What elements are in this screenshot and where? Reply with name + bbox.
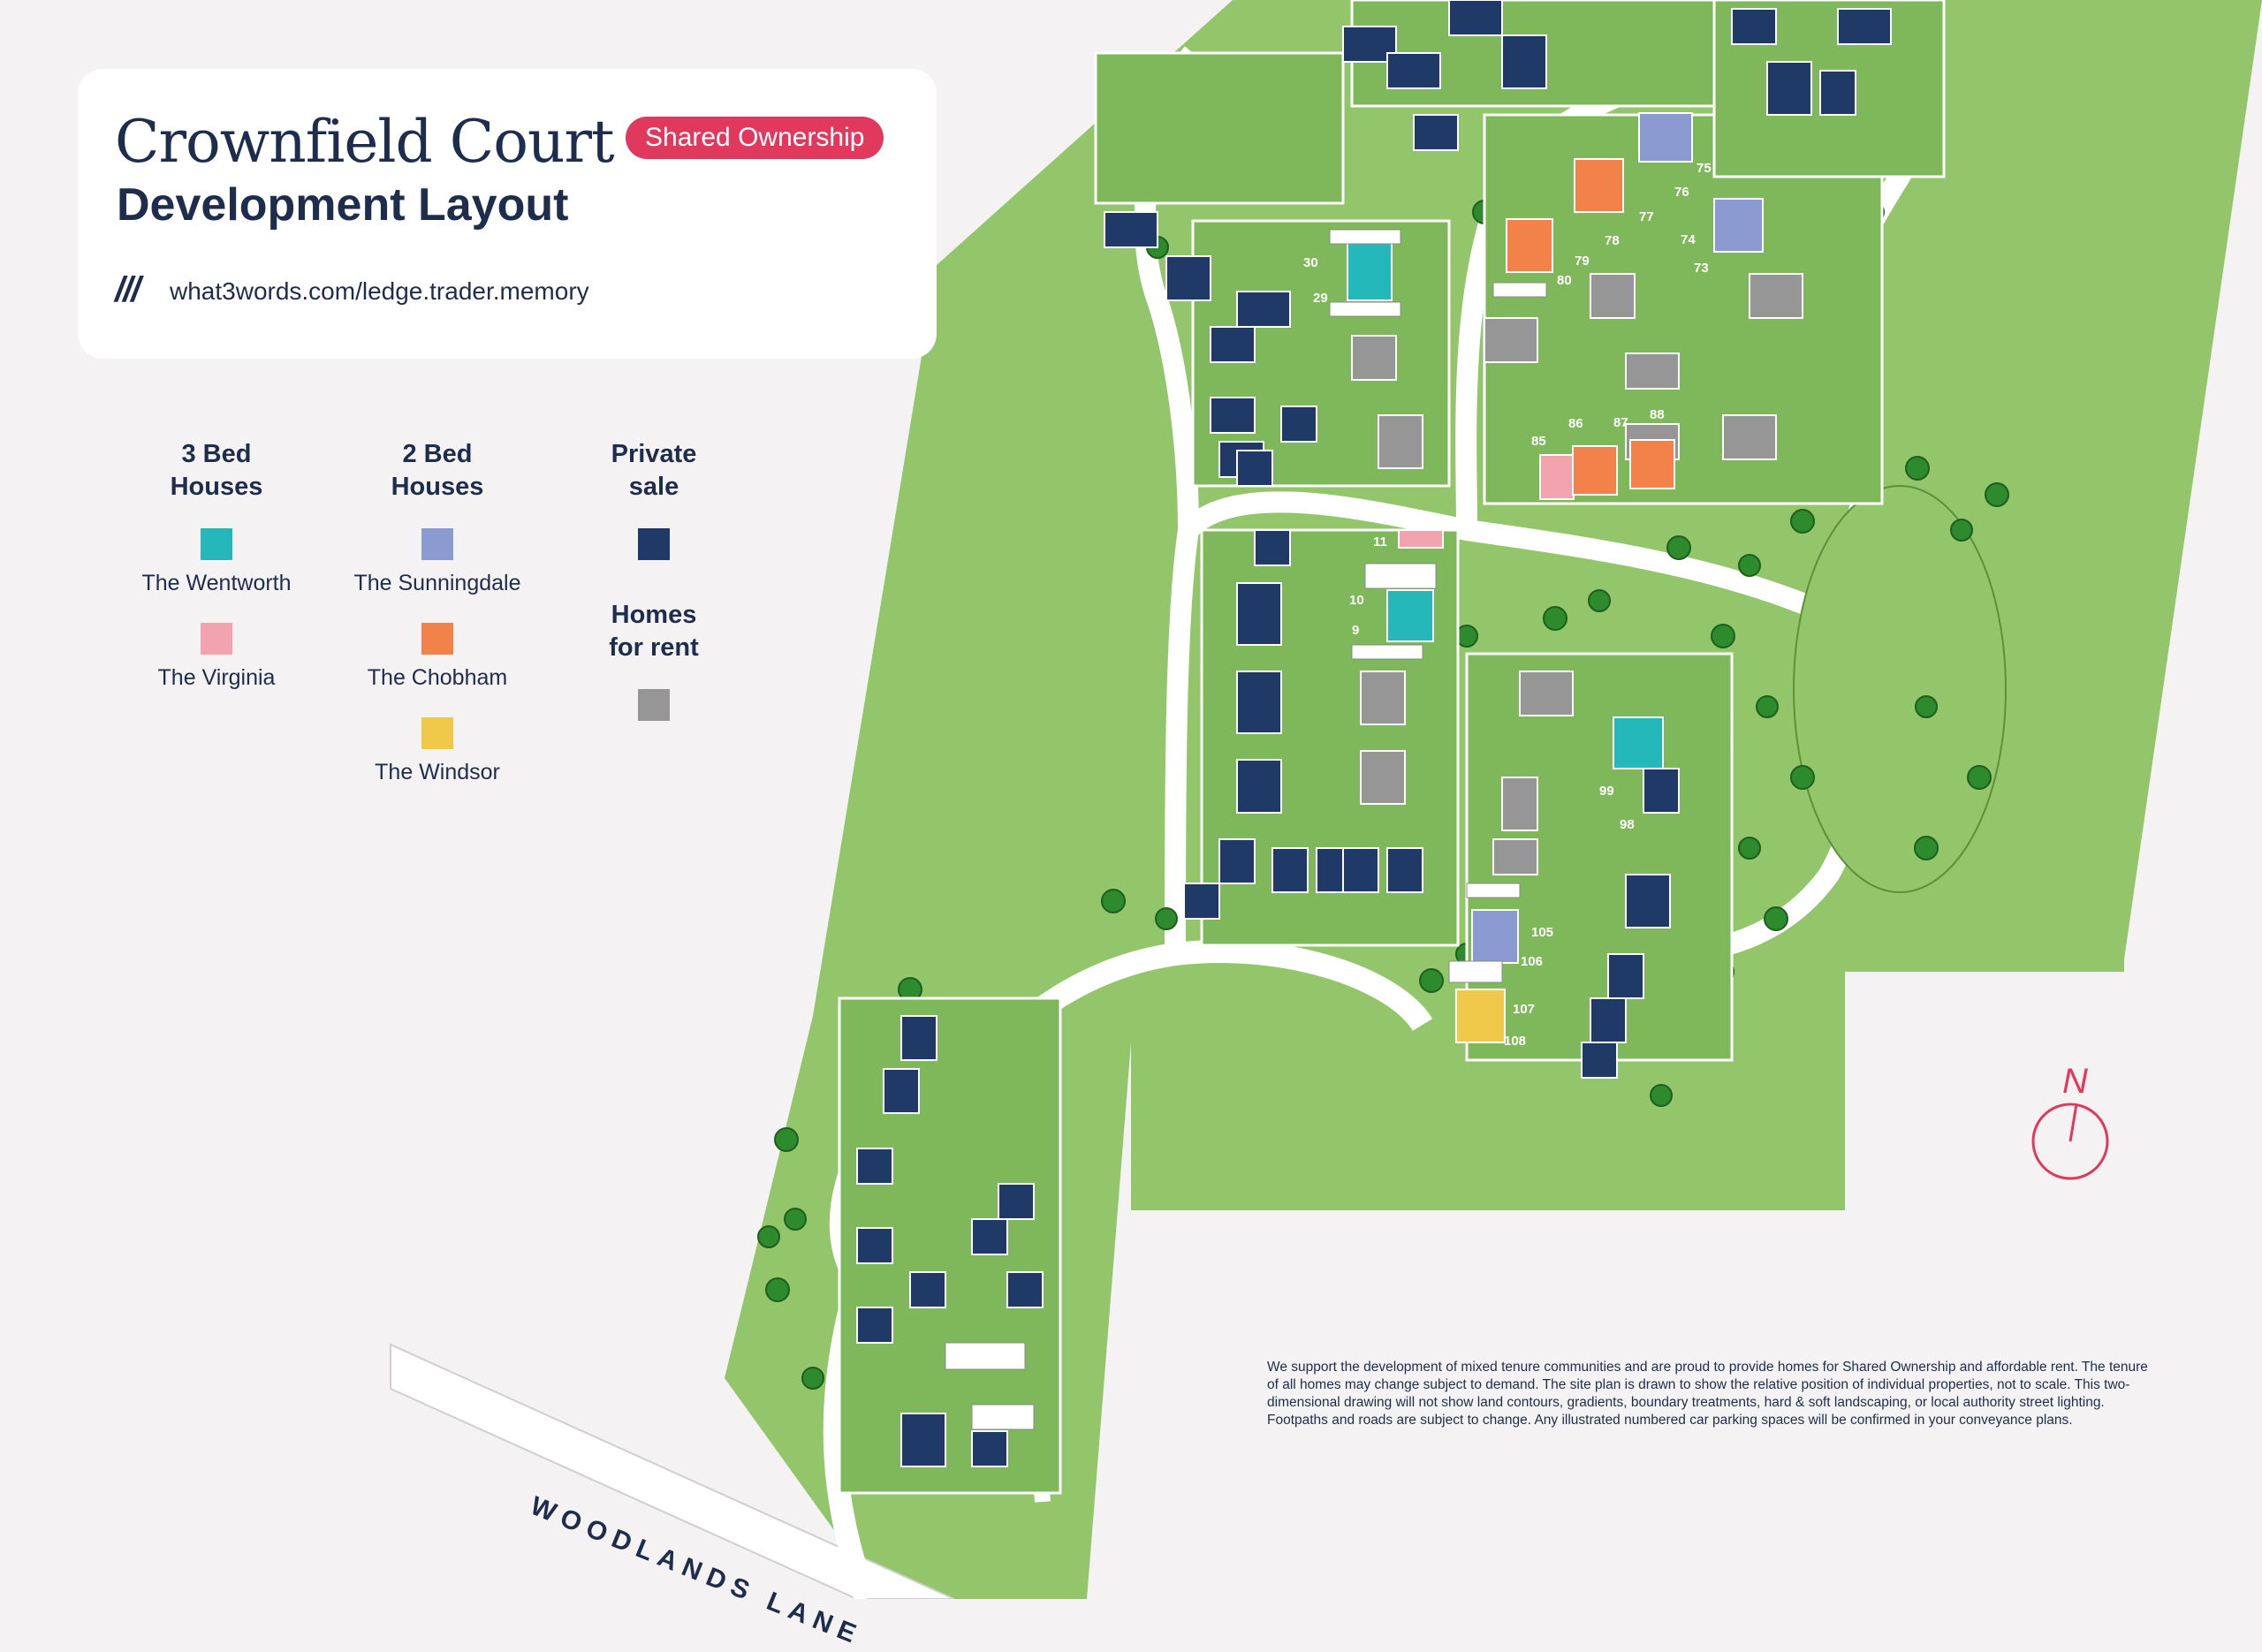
pond-area [1793,485,2007,893]
north-label: N [2062,1062,2088,1101]
svg-text:86: 86 [1568,416,1583,431]
shared-ownership-badge: Shared Ownership [626,117,884,159]
disclaimer-text: We support the development of mixed tenu… [1267,1360,2148,1428]
svg-text:29: 29 [1313,291,1328,306]
swatch-sunningdale [421,528,453,560]
swatch-private-sale [638,528,670,560]
svg-text:80: 80 [1557,273,1572,288]
swatch-homes-for-rent [638,689,670,721]
legend-label: The Sunningdale [353,571,521,595]
header-card: Crownfield Court Development Layout Shar… [78,69,937,359]
svg-text:11: 11 [1373,534,1387,549]
legend-label: The Chobham [367,665,508,690]
svg-text:106: 106 [1521,954,1543,969]
legend-label: The Wentworth [141,571,292,595]
what3words-icon: /// [115,270,140,309]
page-title: Crownfield Court [115,108,615,176]
svg-text:85: 85 [1531,434,1546,449]
svg-text:88: 88 [1650,407,1665,422]
legend-item-sunningdale: The Sunningdale [336,528,539,596]
legend-heading: Private sale [611,440,697,501]
svg-text:87: 87 [1613,415,1628,430]
swatch-chobham [421,623,453,655]
loop-road [1165,491,1878,966]
legend-heading: Homes for rent [609,601,699,662]
svg-text:105: 105 [1531,925,1553,940]
svg-text:75: 75 [1696,161,1712,176]
swatch-windsor [421,717,453,749]
legend-rent: Homes for rent [566,599,742,721]
private-sale-houses [856,0,1892,1467]
svg-text:9: 9 [1352,623,1359,638]
svg-text:10: 10 [1349,593,1364,608]
page-subtitle: Development Layout [117,179,569,231]
legend-item-windsor: The Windsor [336,717,539,785]
north-arrow-needle [2068,1103,2078,1142]
svg-text:76: 76 [1674,185,1689,200]
swatch-virginia [201,623,232,655]
legend-private-sale: Private sale [566,438,742,560]
svg-text:107: 107 [1513,1002,1535,1017]
swatch-wentworth [201,528,232,560]
legend-3bed: 3 Bed Houses The Wentworth The Virginia [115,438,318,691]
svg-text:79: 79 [1575,254,1590,269]
svg-text:77: 77 [1639,209,1654,224]
svg-text:73: 73 [1694,261,1709,276]
what3words-link[interactable]: what3words.com/ledge.trader.memory [170,277,589,305]
svg-text:78: 78 [1605,233,1620,248]
legend-label: The Windsor [375,760,500,784]
shared-ownership-houses [1347,112,1764,1043]
svg-text:98: 98 [1620,817,1635,832]
svg-text:74: 74 [1681,232,1696,247]
legend-heading: 3 Bed Houses [170,440,263,501]
legend-item-virginia: The Virginia [115,623,318,691]
svg-text:99: 99 [1599,784,1614,799]
north-arrow-circle [2031,1103,2109,1180]
legend-heading: 2 Bed Houses [391,440,484,501]
legend-item-rent [566,689,742,721]
woodlands-lane [390,1343,955,1599]
legend-label: The Virginia [157,665,276,690]
svg-text:108: 108 [1504,1034,1526,1049]
legend-2bed: 2 Bed Houses The Sunningdale The Chobham… [336,438,539,785]
legend-item-private [566,528,742,560]
svg-text:30: 30 [1303,255,1318,270]
parking-bays [945,229,1547,1430]
legend-item-chobham: The Chobham [336,623,539,691]
legend-item-wentworth: The Wentworth [115,528,318,596]
